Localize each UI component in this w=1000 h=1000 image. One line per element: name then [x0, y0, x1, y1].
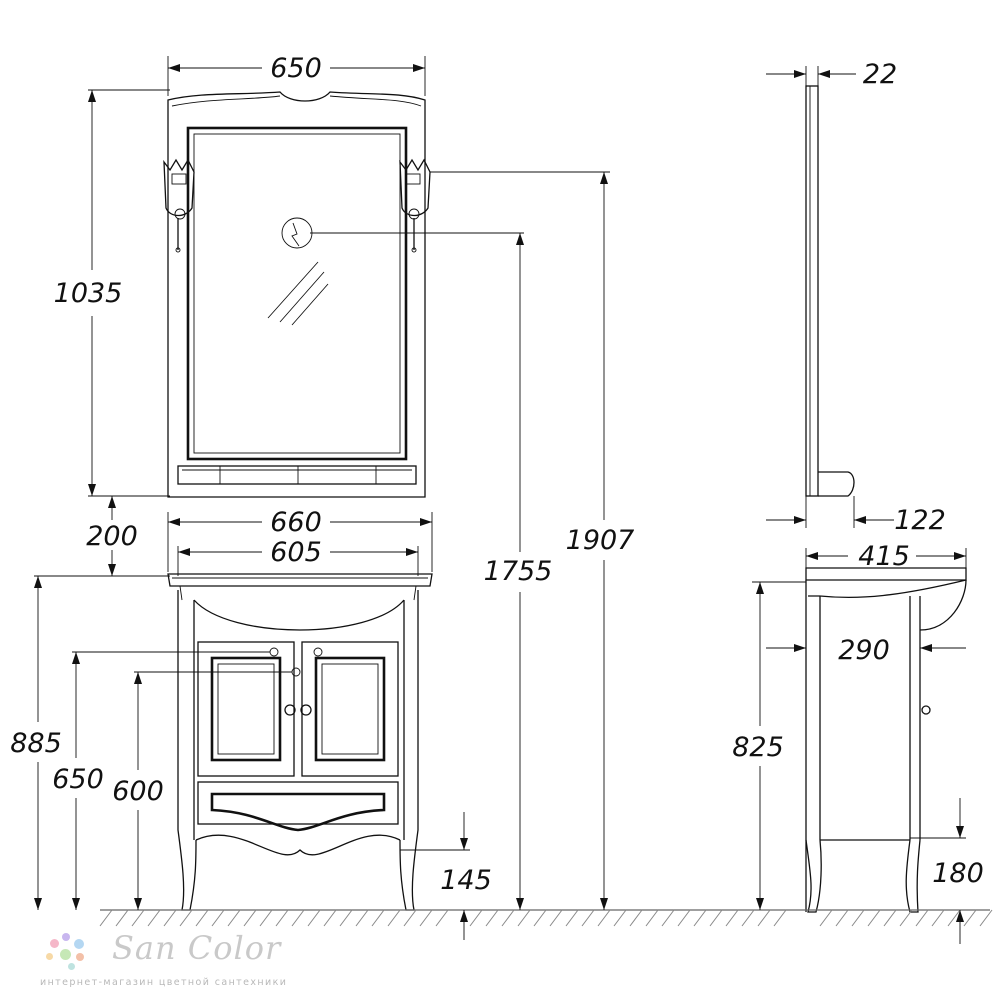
- mirror-front-view: [167, 91, 426, 498]
- floor-hatch: [549, 909, 563, 927]
- dim-foot-clearance-front: 145: [440, 865, 492, 896]
- brand-logo: San Color интернет-магазин цветной санте…: [40, 925, 300, 995]
- floor-hatch: [725, 909, 739, 927]
- floor-hatch: [597, 909, 611, 927]
- dim-gap-mirror-basin: 200: [86, 521, 138, 552]
- floor-hatch: [899, 909, 913, 927]
- floor-hatch: [565, 909, 579, 927]
- dim-drain-height: 650: [52, 764, 104, 795]
- floor-hatch: [355, 909, 369, 927]
- floor-hatch: [339, 909, 353, 927]
- floor-hatch: [979, 909, 993, 927]
- floor-hatch: [581, 909, 595, 927]
- dim-shelf-depth: 122: [894, 505, 946, 536]
- floor-hatch: [291, 909, 305, 927]
- floor-hatch: [147, 909, 161, 927]
- floor-hatch: [645, 909, 659, 927]
- floor-hatch: [469, 909, 483, 927]
- floor-hatch: [963, 909, 977, 927]
- logo-dot: [62, 933, 70, 941]
- floor-hatch: [195, 909, 209, 927]
- floor-hatch: [661, 909, 675, 927]
- floor-hatch: [915, 909, 929, 927]
- floor-hatch: [757, 909, 771, 927]
- dim-basin-width: 660: [270, 507, 322, 538]
- floor-hatch: [211, 909, 225, 927]
- logo-dot: [60, 949, 71, 960]
- floor-hatch: [819, 909, 833, 927]
- floor-hatch: [501, 909, 515, 927]
- dim-body-depth: 290: [838, 635, 890, 666]
- dim-side-height: 825: [732, 732, 784, 763]
- logo-brand-text: San Color: [112, 929, 282, 967]
- floor-hatch: [307, 909, 321, 927]
- floor-hatch: [275, 909, 289, 927]
- dim-mirror-width: 650: [270, 53, 322, 84]
- floor-hatch: [259, 909, 273, 927]
- floor-hatch: [419, 909, 433, 927]
- dimension-lines: [34, 56, 967, 944]
- logo-dot: [50, 939, 59, 948]
- floor-hatch: [163, 909, 177, 927]
- floor-hatch: [867, 909, 881, 927]
- logo-dot: [68, 963, 75, 970]
- dim-mirror-depth: 22: [863, 59, 897, 90]
- floor-hatch: [677, 909, 691, 927]
- floor-hatch: [485, 909, 499, 927]
- lamp-right: [399, 158, 431, 253]
- floor-hatch: [629, 909, 643, 927]
- dim-cabinet-width: 605: [270, 537, 322, 568]
- vanity-side-view: [805, 567, 967, 913]
- floor-hatch: [227, 909, 241, 927]
- floor-hatch: [323, 909, 337, 927]
- floor-line: [99, 909, 993, 927]
- floor-hatch: [533, 909, 547, 927]
- floor-hatch: [115, 909, 129, 927]
- floor-hatch: [387, 909, 401, 927]
- dim-pipe-height: 600: [112, 776, 164, 807]
- logo-dot: [46, 953, 53, 960]
- floor-hatch: [851, 909, 865, 927]
- floor-hatch: [517, 909, 531, 927]
- floor-hatch: [835, 909, 849, 927]
- floor-hatch: [131, 909, 145, 927]
- dim-cabinet-depth: 415: [858, 541, 910, 572]
- floor-hatch: [435, 909, 449, 927]
- dim-cabinet-total-height: 885: [10, 728, 62, 759]
- dim-total-height-top: 1907: [566, 525, 635, 556]
- floor-hatch: [931, 909, 945, 927]
- dim-foot-clearance-side: 180: [932, 858, 984, 889]
- logo-tagline: интернет-магазин цветной сантехники: [40, 977, 288, 988]
- floor-hatch: [693, 909, 707, 927]
- floor-hatch: [773, 909, 787, 927]
- floor-hatch: [947, 909, 961, 927]
- floor-hatch: [741, 909, 755, 927]
- logo-dot: [74, 939, 84, 949]
- floor-hatch: [179, 909, 193, 927]
- floor-hatch: [883, 909, 897, 927]
- logo-dot: [76, 953, 84, 961]
- dimension-labels: 650 1035 200 660 605 1907 1755 885 650 6…: [10, 53, 984, 896]
- floor-hatch: [99, 909, 113, 927]
- lamp-left: [163, 158, 195, 253]
- dim-mirror-height: 1035: [54, 278, 123, 309]
- vanity-front-view: [167, 573, 433, 911]
- floor-hatch: [371, 909, 385, 927]
- floor-hatch: [709, 909, 723, 927]
- floor-hatch: [403, 909, 417, 927]
- dim-lamp-height: 1755: [484, 556, 553, 587]
- floor-hatch: [613, 909, 627, 927]
- mirror-side-view: [805, 85, 855, 497]
- floor-hatch: [243, 909, 257, 927]
